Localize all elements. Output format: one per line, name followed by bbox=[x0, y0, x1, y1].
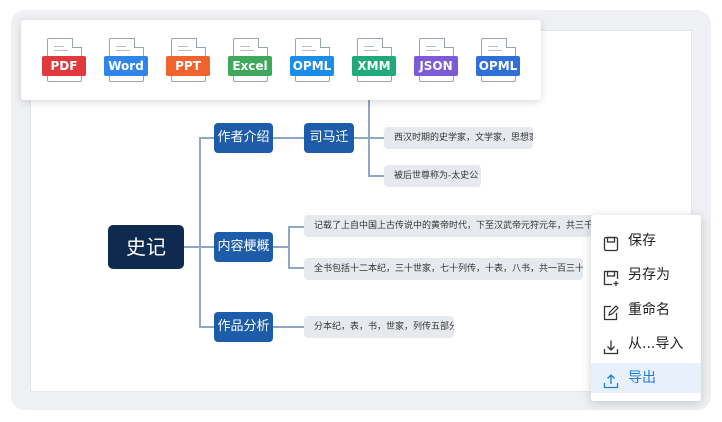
save-icon bbox=[603, 233, 619, 252]
export-icon bbox=[603, 370, 619, 389]
root-node[interactable]: 史记 bbox=[108, 225, 184, 269]
json-format-icon[interactable]: JSON bbox=[414, 38, 458, 84]
format-tag: JSON bbox=[414, 56, 458, 76]
connector-line bbox=[199, 137, 214, 139]
menu-item-save-as[interactable]: 另存为 bbox=[591, 260, 701, 290]
connector-line bbox=[199, 137, 201, 327]
connector-line bbox=[354, 137, 369, 139]
opml-format-icon-2[interactable]: OPML bbox=[476, 38, 520, 84]
menu-item-save[interactable]: 保存 bbox=[591, 226, 701, 256]
format-tag: PDF bbox=[42, 56, 86, 76]
connector-line bbox=[273, 246, 289, 248]
format-tag: Word bbox=[104, 56, 148, 76]
format-tag: XMM bbox=[352, 56, 396, 76]
connector-line bbox=[368, 175, 384, 177]
leaf-node[interactable]: 西汉时期的史学家，文学家，思想家 bbox=[384, 127, 533, 149]
leaf-node[interactable]: 分本纪，表，书，世家，列传五部分 bbox=[304, 316, 454, 338]
format-tag: OPML bbox=[290, 56, 334, 76]
save-as-icon bbox=[603, 267, 619, 286]
menu-item-label: 保存 bbox=[628, 233, 656, 249]
format-tag: OPML bbox=[476, 56, 520, 76]
export-format-toolbar: PDF Word PPT Excel OPML XMM JSON OPML bbox=[21, 20, 541, 100]
menu-item-label: 从...导入 bbox=[628, 336, 684, 352]
connector-line bbox=[288, 226, 304, 228]
menu-item-label: 导出 bbox=[628, 370, 656, 386]
menu-item-label: 重命名 bbox=[628, 302, 670, 318]
connector-line bbox=[288, 226, 290, 268]
leaf-node[interactable]: 被后世尊称为-太史公 bbox=[384, 165, 481, 187]
menu-item-import[interactable]: 从...导入 bbox=[591, 329, 701, 359]
connector-line bbox=[273, 326, 304, 328]
format-tag: PPT bbox=[166, 56, 210, 76]
menu-item-label: 另存为 bbox=[628, 267, 670, 283]
connector-line bbox=[288, 267, 304, 269]
rename-icon bbox=[603, 302, 619, 321]
ppt-format-icon[interactable]: PPT bbox=[166, 38, 210, 84]
connector-line bbox=[368, 137, 384, 139]
opml-format-icon[interactable]: OPML bbox=[290, 38, 334, 84]
excel-format-icon[interactable]: Excel bbox=[228, 38, 272, 84]
branch-node-author[interactable]: 作者介绍 bbox=[214, 123, 273, 153]
word-format-icon[interactable]: Word bbox=[104, 38, 148, 84]
menu-item-rename[interactable]: 重命名 bbox=[591, 295, 701, 325]
xmm-format-icon[interactable]: XMM bbox=[352, 38, 396, 84]
connector-line bbox=[273, 137, 304, 139]
connector-line bbox=[199, 246, 214, 248]
author-name-node[interactable]: 司马迁 bbox=[304, 123, 354, 153]
branch-node-summary[interactable]: 内容梗概 bbox=[214, 232, 273, 262]
format-tag: Excel bbox=[228, 56, 272, 76]
menu-item-export[interactable]: 导出 bbox=[591, 363, 701, 393]
connector-line bbox=[184, 246, 200, 248]
import-icon bbox=[603, 336, 619, 355]
file-context-menu: 保存 另存为 重命名 从...导入 导出 bbox=[591, 215, 701, 401]
leaf-node[interactable]: 记载了上自中国上古传说中的黄帝时代，下至汉武帝元狩元年，共三千多年的历史 bbox=[304, 215, 603, 237]
pdf-format-icon[interactable]: PDF bbox=[42, 38, 86, 84]
branch-node-analysis[interactable]: 作品分析 bbox=[214, 312, 273, 342]
connector-line bbox=[199, 326, 214, 328]
leaf-node[interactable]: 全书包括十二本纪，三十世家，七十列传，十表，八书，共一百三十篇 bbox=[304, 258, 583, 280]
